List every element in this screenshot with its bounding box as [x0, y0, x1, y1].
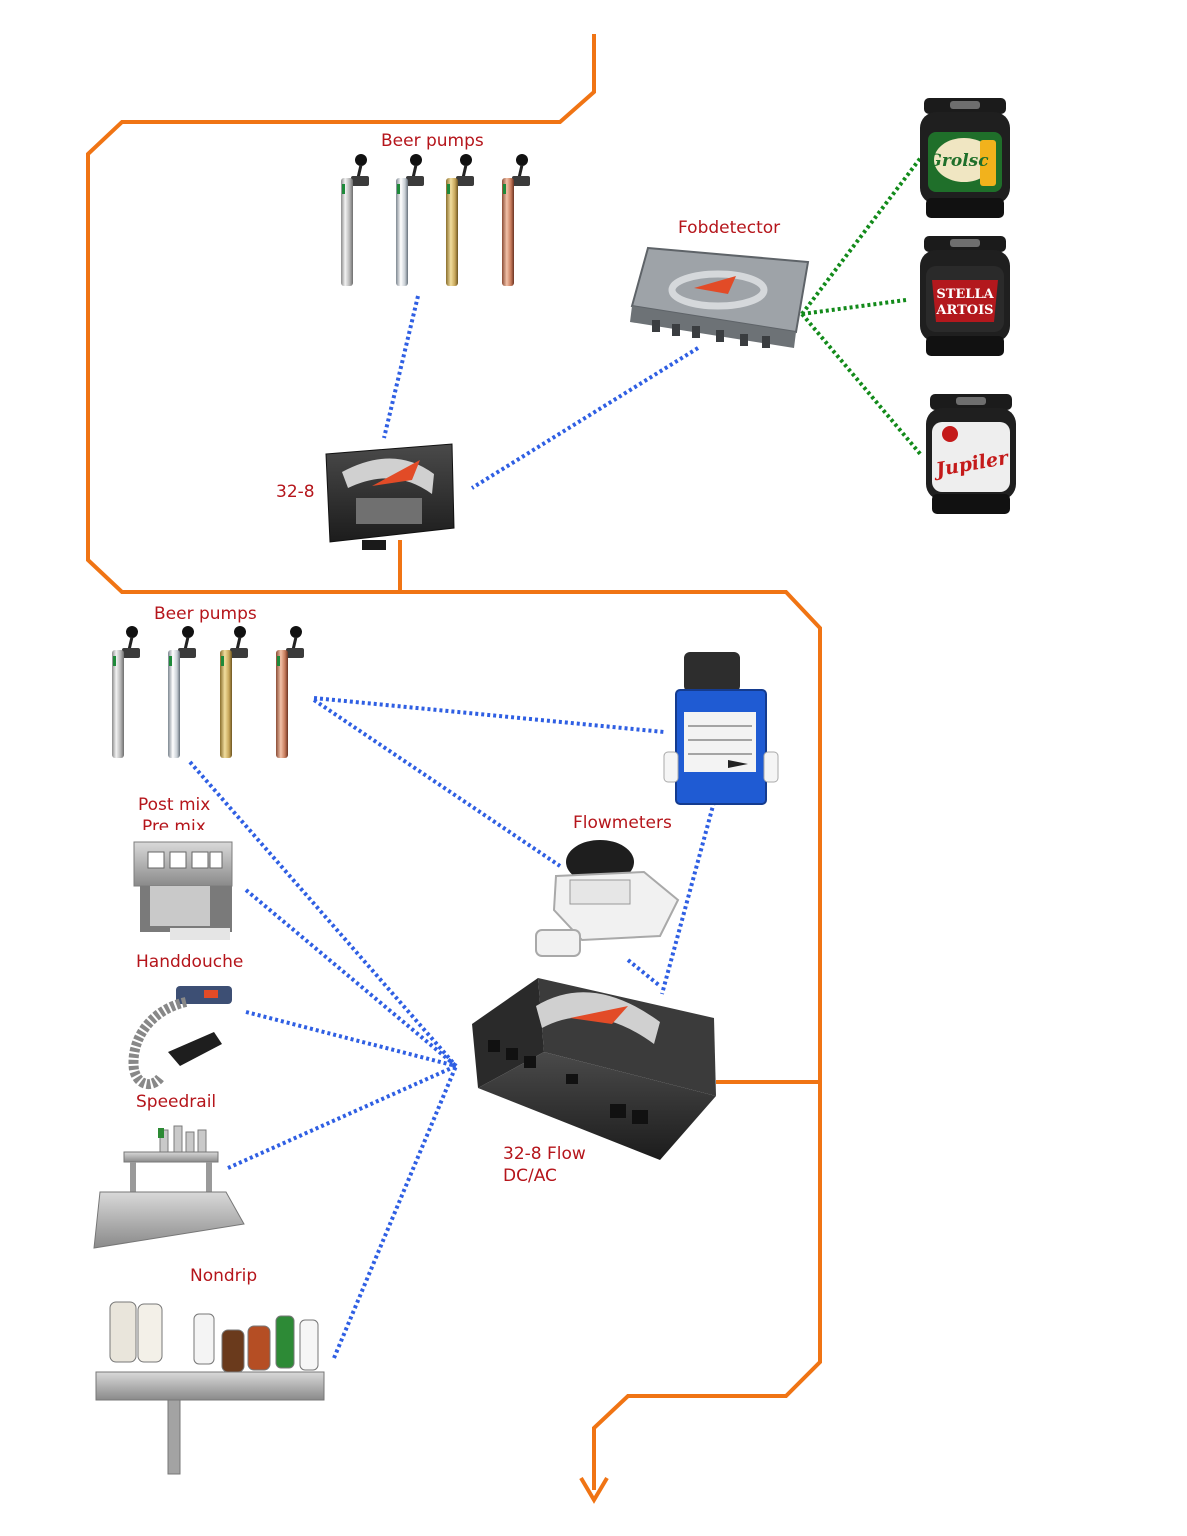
link-pumps-top-to-32-8 — [382, 295, 420, 439]
keg-jupiler: Jupiler — [926, 394, 1016, 514]
beer-pump-icon — [274, 624, 306, 760]
link-flowmeter-to-flow — [626, 958, 662, 988]
label-fobdetector: Fobdetector — [678, 218, 781, 238]
flowmeter-icon — [663, 652, 779, 805]
label-32-8-flow: 32-8 Flow — [503, 1144, 586, 1164]
label-controller-32-8: 32-8 — [276, 482, 315, 502]
label-speedrail: Speedrail — [136, 1092, 217, 1112]
beer-pump-icon — [166, 624, 198, 760]
label-dc-ac: DC/AC — [503, 1166, 557, 1186]
link-pumps-bottom-to-meter — [313, 696, 665, 734]
label-flowmeters: Flowmeters — [573, 813, 672, 833]
beer-pump-icon — [339, 152, 371, 288]
svg-text:STELLA: STELLA — [936, 287, 994, 302]
post-mix-unit-icon — [133, 841, 233, 940]
link-fob-to-keg-grolsch — [800, 154, 924, 316]
label-handdouche: Handdouche — [136, 952, 244, 972]
label-post-mix: Post mix — [138, 795, 211, 815]
link-handdouche-to-flow — [245, 1010, 457, 1068]
link-fob-to-keg-jupiler — [800, 312, 924, 458]
controller-32-8-icon — [325, 443, 455, 550]
flowmeter-icon — [535, 840, 680, 957]
label-beer-pumps-top: Beer pumps — [381, 131, 484, 151]
svg-text:Grolsc: Grolsc — [927, 151, 989, 171]
beer-pumps-top — [339, 152, 532, 288]
label-beer-pumps-bottom: Beer pumps — [154, 604, 257, 624]
beer-pumps-bottom — [110, 624, 306, 760]
main-line-upper-loop — [86, 34, 596, 594]
main-line — [86, 34, 822, 1490]
data-links — [188, 295, 716, 1359]
beer-pump-icon — [110, 624, 142, 760]
speedrail-icon — [93, 1125, 245, 1249]
link-postmix-to-flow — [244, 888, 458, 1068]
label-pre-mix: Pre mix — [142, 817, 206, 830]
link-pumps-bottom-to-flow — [188, 760, 458, 1068]
beer-pump-icon — [500, 152, 532, 288]
keg-stella-artois: STELLA ARTOIS — [920, 236, 1010, 356]
beer-pump-icon — [394, 152, 426, 288]
svg-text:ARTOIS: ARTOIS — [935, 303, 993, 318]
handdouche-gun-icon — [128, 986, 232, 1090]
link-fobdetector-to-32-8 — [470, 346, 700, 490]
label-nondrip: Nondrip — [190, 1266, 258, 1286]
nondrip-rail-icon — [95, 1301, 325, 1475]
main-line-lower-loop — [400, 590, 822, 1490]
keg-links — [800, 154, 924, 458]
keg-grolsch: Grolsc — [920, 98, 1010, 218]
arrow-down-icon — [579, 1476, 609, 1504]
link-nondrip-to-flow — [332, 1065, 458, 1359]
fobdetector-device-icon — [630, 246, 810, 348]
beer-pump-icon — [218, 624, 250, 760]
link-fob-to-keg-stella — [801, 298, 907, 316]
link-pumps-bottom-to-flowmeter — [312, 698, 562, 868]
beer-pump-icon — [444, 152, 476, 288]
controller-32-8-flow-icon — [472, 978, 716, 1160]
